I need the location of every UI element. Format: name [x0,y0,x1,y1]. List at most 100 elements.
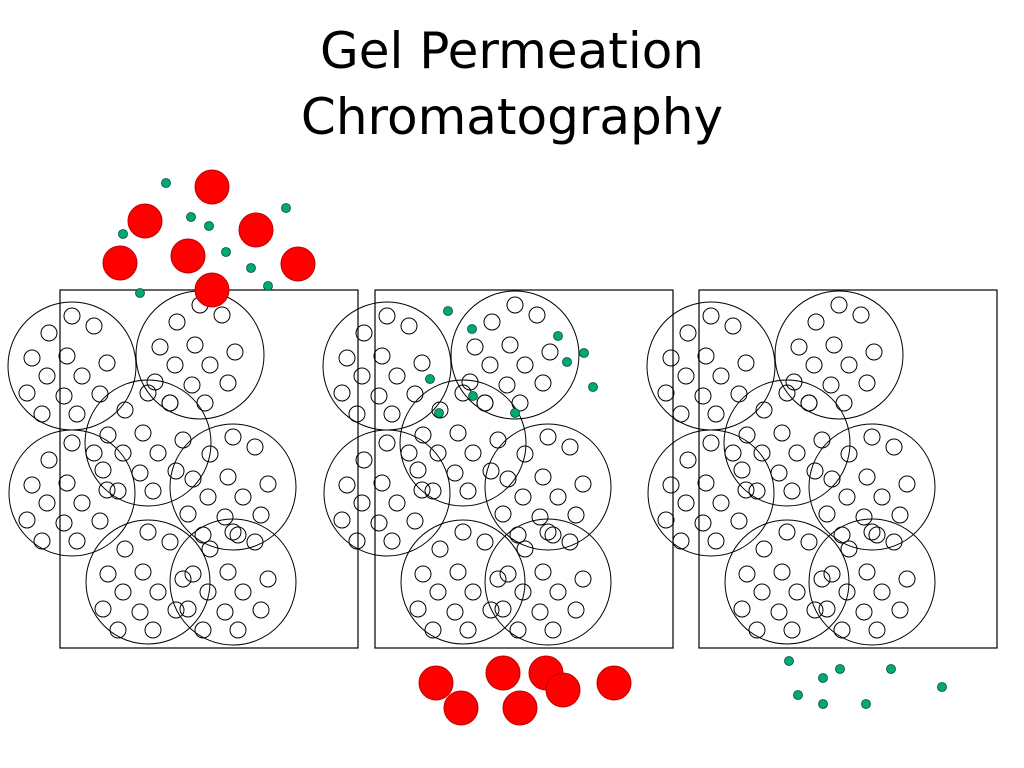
gel-bead [169,423,297,551]
bead-pore [694,387,712,405]
bead-pore [139,384,157,402]
bead-pore [429,444,447,462]
bead-pore [697,347,715,365]
bead-pore [199,583,217,601]
small-molecule [263,281,273,291]
bead-pore [199,488,217,506]
bead-pore [234,488,252,506]
gel-bead [85,519,211,645]
small-molecule [886,664,896,674]
bead-pore [114,583,132,601]
bead-pore [833,526,851,544]
bead-pore [449,424,467,442]
bead-pore [259,570,277,588]
gel-bead [400,519,526,645]
column-2 [322,289,674,649]
bead-pore [378,307,396,325]
small-molecule [161,178,171,188]
bead-pore [494,600,512,618]
bead-pore [476,533,494,551]
bead-pore [466,338,484,356]
bead-pore [186,336,204,354]
bead-pore [738,565,756,583]
small-molecule [937,682,947,692]
bead-pore [482,601,500,619]
bead-pore [539,523,557,541]
bead-outline [323,429,451,557]
bead-pore [755,401,773,419]
bead-pore [778,384,796,402]
bead-pore [818,600,836,618]
large-molecule [443,690,479,726]
bead-pore [657,384,675,402]
bead-pore [131,464,149,482]
bead-pore [168,313,186,331]
bead-pore [409,600,427,618]
bead-pore [99,426,117,444]
gel-bead [323,429,451,557]
bead-pore [224,523,242,541]
bead-outline [723,379,851,507]
bead-pore [134,563,152,581]
bead-pore [116,540,134,558]
bead-pore [541,343,559,361]
bead-pore [201,356,219,374]
gel-bead [135,290,265,420]
bead-pore [822,376,840,394]
bead-pore [873,583,891,601]
title-line-2: Chromatography [300,88,724,146]
bead-pore [406,385,424,403]
bead-pore [830,296,848,314]
small-molecule [510,408,520,418]
gel-bead [647,429,775,557]
bead-pore [489,570,507,588]
bead-outline [724,519,850,645]
bead-pore [662,476,680,494]
bead-pore [431,540,449,558]
bead-pore [216,508,234,526]
bead-pore [464,444,482,462]
bead-pore [91,512,109,530]
bead-pore [224,428,242,446]
bead-pore [863,428,881,446]
bead-pore [868,621,886,639]
bead-outline [450,290,580,420]
bead-outline [84,379,212,507]
bead-pore [858,468,876,486]
bead-pore [99,565,117,583]
molecules-layer [102,169,947,726]
gel-bead [169,518,297,646]
large-molecule [102,245,138,281]
bead-pore [840,540,858,558]
bead-pore [885,533,903,551]
gel-bead [484,518,612,646]
bead-pore [338,349,356,367]
bead-pore [259,475,277,493]
small-molecule [135,288,145,298]
bead-pore [149,583,167,601]
bead-pore [531,508,549,526]
bead-pore [724,317,742,335]
bead-pore [482,462,500,480]
gel-bead [8,429,136,557]
bead-pore [68,532,86,550]
bead-pore [788,583,806,601]
bead-pore [144,621,162,639]
small-molecule [579,348,589,358]
bead-pore [40,324,58,342]
bead-pore [855,603,873,621]
large-molecule [280,246,316,282]
large-molecule [545,672,581,708]
bead-pore [58,474,76,492]
bead-pore [823,565,841,583]
bead-pore [574,570,592,588]
bead-pore [528,306,546,324]
small-molecule [281,203,291,213]
large-molecule [194,169,230,205]
bead-pore [514,583,532,601]
gel-bead [774,290,904,420]
bead-pore [23,476,41,494]
small-molecule [186,212,196,222]
bead-pore [333,384,351,402]
